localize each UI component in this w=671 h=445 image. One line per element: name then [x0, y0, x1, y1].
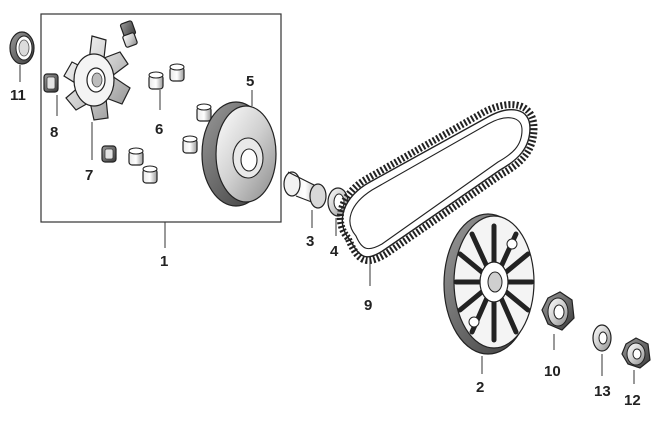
part-8-slider: [43, 20, 138, 163]
part-5-drive-face: [201, 101, 277, 207]
part-10-flange-nut: [541, 291, 575, 331]
callout-11: 11: [10, 87, 26, 104]
callout-13: 13: [594, 383, 611, 400]
assembly-frame: [40, 13, 282, 223]
callout-9: 9: [364, 297, 372, 314]
part-3-bushing: [283, 171, 327, 209]
callout-1: 1: [160, 253, 168, 270]
callout-7: 7: [85, 167, 93, 184]
part-6-weight-rollers: [128, 63, 212, 184]
callout-8: 8: [50, 124, 58, 141]
callout-6: 6: [155, 121, 163, 138]
part-7-ramp-plate: [63, 35, 131, 121]
part-9-drive-belt: [336, 101, 538, 265]
part-13-washer: [592, 324, 612, 352]
part-2-fan-drive-face: [443, 213, 535, 355]
callout-5: 5: [246, 73, 254, 90]
callout-3: 3: [306, 233, 314, 250]
part-12-nut: [621, 337, 651, 369]
callout-10: 10: [544, 363, 561, 380]
part-11-oil-seal: [9, 31, 35, 65]
callout-4: 4: [330, 243, 339, 260]
callout-12: 12: [624, 392, 641, 409]
callout-2: 2: [476, 379, 484, 396]
